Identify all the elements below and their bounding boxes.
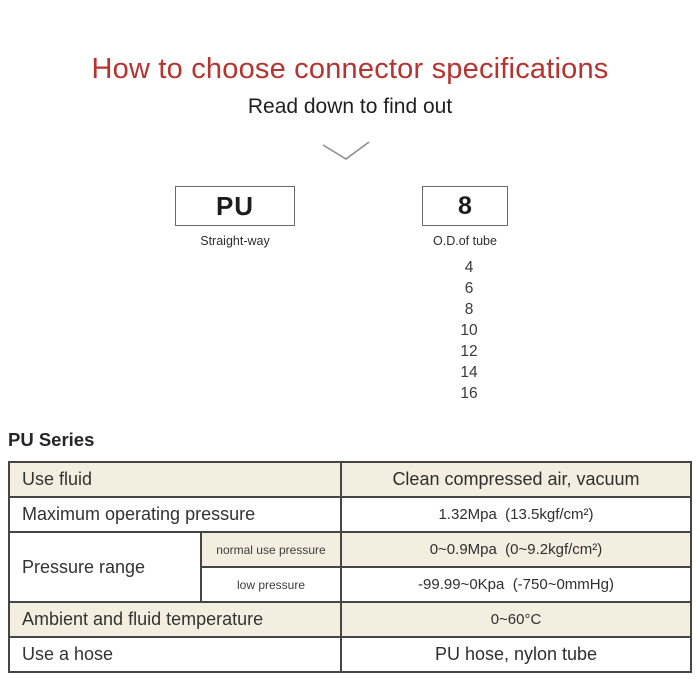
spec-label-pressure-range: Pressure range xyxy=(8,531,202,603)
size-code: 8 xyxy=(458,191,472,220)
size-options-list: 4 6 8 10 12 14 16 xyxy=(425,257,513,404)
table-row: Maximum operating pressure 1.32Mpa (13.5… xyxy=(8,496,692,533)
spec-value-max-pressure: 1.32Mpa (13.5kgf/cm²) xyxy=(340,496,692,533)
series-heading: PU Series xyxy=(8,429,95,450)
size-option: 16 xyxy=(460,385,478,402)
page-title: How to choose connector specifications xyxy=(91,53,609,85)
series-code-box: PU xyxy=(175,186,295,226)
size-option: 14 xyxy=(460,364,478,381)
spec-value-normal-pressure: 0~0.9Mpa (0~9.2kgf/cm²) xyxy=(340,531,692,568)
page-subtitle: Read down to find out xyxy=(247,95,453,118)
table-row: Use fluid Clean compressed air, vacuum xyxy=(8,461,692,498)
spec-label-use-fluid: Use fluid xyxy=(8,461,342,498)
table-row: Ambient and fluid temperature 0~60°C xyxy=(8,601,692,638)
series-code: PU xyxy=(215,190,255,221)
spec-sublabel-normal-pressure: normal use pressure xyxy=(200,531,342,568)
spec-table: Use fluid Clean compressed air, vacuum M… xyxy=(8,461,692,673)
spec-value-use-fluid: Clean compressed air, vacuum xyxy=(340,461,692,498)
table-row: low pressure -99.99~0Kpa (-750~0mmHg) xyxy=(9,566,692,603)
chevron-down-icon xyxy=(322,141,370,160)
spec-value-temperature: 0~60°C xyxy=(340,601,692,638)
table-row: Use a hose PU hose, nylon tube xyxy=(8,636,692,673)
size-option: 10 xyxy=(460,322,478,339)
spec-value-hose: PU hose, nylon tube xyxy=(340,636,692,673)
series-code-label: Straight-way xyxy=(200,234,270,248)
table-row: Pressure range normal use pressure 0~0.9… xyxy=(8,531,692,603)
spec-label-temperature: Ambient and fluid temperature xyxy=(8,601,342,638)
size-option: 4 xyxy=(464,259,474,276)
spec-label-hose: Use a hose xyxy=(8,636,342,673)
size-code-label: O.D.of tube xyxy=(433,234,497,248)
size-option: 12 xyxy=(460,343,478,360)
spec-label-max-pressure: Maximum operating pressure xyxy=(8,496,342,533)
spec-value-low-pressure: -99.99~0Kpa (-750~0mmHg) xyxy=(340,566,692,603)
size-option: 8 xyxy=(464,301,474,318)
size-code-box: 8 xyxy=(422,186,508,226)
spec-sublabel-low-pressure: low pressure xyxy=(200,566,342,603)
size-option: 6 xyxy=(464,280,474,297)
